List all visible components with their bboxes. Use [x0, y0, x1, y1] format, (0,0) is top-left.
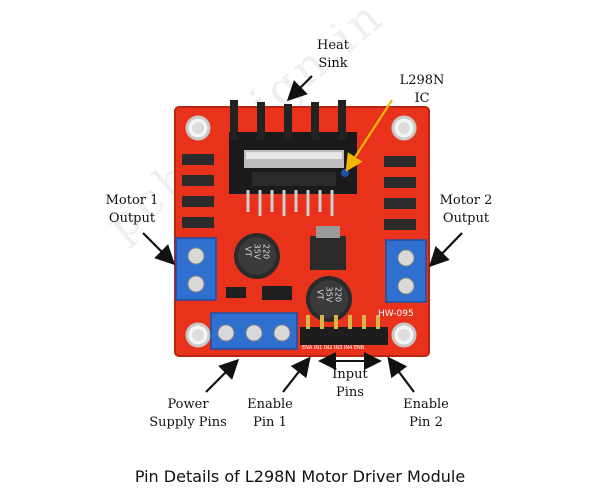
label-motor2-line2: Output	[442, 211, 490, 226]
arrow-enable1	[282, 356, 311, 393]
arrow-power	[205, 358, 240, 393]
label-power-line2: Supply Pins	[149, 415, 227, 430]
mounting-holes	[185, 115, 417, 348]
label-ic-line2: IC	[414, 91, 430, 106]
capacitor-1-text-line3: VT	[243, 246, 253, 257]
capacitor-2-text-line1: 220	[333, 286, 343, 303]
label-input-line1: Input	[332, 367, 368, 382]
board-model-text: HW-095	[378, 309, 414, 319]
ic-legs	[246, 190, 334, 216]
arrow-ic	[345, 99, 393, 172]
label-ic-line1: L298N	[399, 73, 445, 88]
label-power: Power Supply Pins	[138, 396, 238, 432]
pin-header-silkscreen: ENA IN1 IN2 IN3 IN4 ENB	[302, 345, 365, 351]
label-power-line1: Power	[167, 397, 209, 412]
label-enable1-line1: Enable	[247, 397, 293, 412]
capacitor-2-text-line3: VT	[315, 289, 325, 300]
arrow-motor1	[142, 232, 176, 266]
label-heat-sink-line2: Sink	[318, 56, 348, 71]
label-enable2-line2: Pin 2	[409, 415, 443, 430]
label-input-line2: Pins	[336, 385, 364, 400]
small-chip	[262, 286, 292, 300]
diodes-left	[182, 154, 214, 228]
capacitor-2	[306, 276, 352, 322]
capacitor-1-text: 220 35V VT	[244, 242, 271, 262]
capacitor-2-text: 220 35V VT	[316, 285, 343, 305]
arrow-motor2	[428, 232, 463, 268]
heat-sink	[229, 100, 357, 194]
capacitor-1-text-line1: 220	[261, 243, 271, 260]
input-pin-header	[300, 315, 388, 345]
motor1-terminal	[175, 237, 217, 301]
ic-marker	[341, 169, 349, 177]
capacitor-2-text-line2: 35V	[324, 286, 334, 303]
capacitor-1-text-line2: 35V	[252, 243, 262, 260]
label-enable2: Enable Pin 2	[394, 396, 458, 432]
label-motor1: Motor 1 Output	[97, 192, 167, 228]
label-motor2-line1: Motor 2	[439, 193, 493, 208]
label-motor1-line1: Motor 1	[105, 193, 159, 208]
label-heat-sink-line1: Heat	[316, 38, 349, 53]
label-enable1: Enable Pin 1	[238, 396, 302, 432]
diodes-right	[384, 156, 416, 230]
motor2-terminal	[385, 239, 427, 303]
capacitor-1	[234, 233, 280, 279]
label-motor2: Motor 2 Output	[431, 192, 501, 228]
power-terminal	[210, 312, 298, 350]
label-input: Input Pins	[320, 366, 380, 402]
label-enable2-line1: Enable	[403, 397, 449, 412]
label-enable1-line2: Pin 1	[253, 415, 287, 430]
jumper-5v	[226, 287, 246, 298]
figure-caption: Pin Details of L298N Motor Driver Module	[134, 467, 466, 486]
label-ic: L298N IC	[392, 72, 452, 108]
voltage-regulator	[310, 226, 346, 270]
label-heat-sink: Heat Sink	[308, 37, 358, 73]
label-motor1-line2: Output	[108, 211, 156, 226]
arrow-enable2	[387, 356, 415, 393]
arrow-heat-sink	[286, 75, 313, 102]
